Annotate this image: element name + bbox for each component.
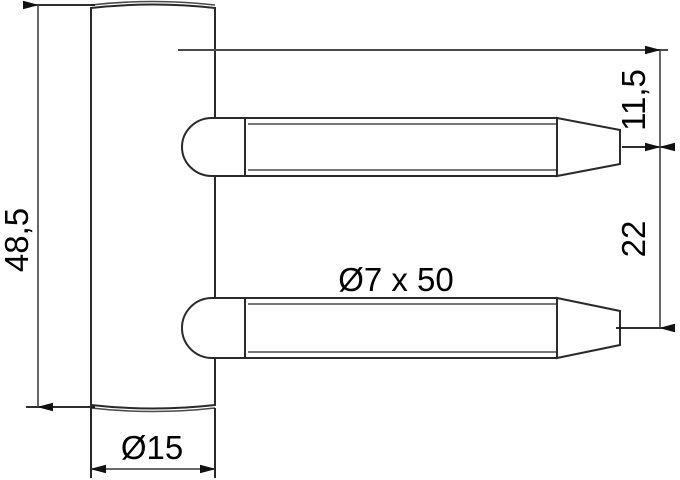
plate-bottom-edge-arc (90, 407, 216, 413)
mounting-plate (90, 0, 216, 413)
dimension-pin-spacing: 22 (615, 142, 675, 333)
lower-pin-shank (244, 297, 558, 359)
plate-width-label: Ø15 (121, 429, 183, 466)
plate-top-edge-arc (90, 0, 216, 6)
upper-dowel-pin (181, 116, 621, 178)
upper-pin-taper-tip (556, 116, 621, 178)
plate-outline (90, 3, 216, 410)
top-offset-label: 11,5 (615, 69, 652, 131)
lower-pin-taper-tip (556, 296, 621, 360)
pin-spec-label: Ø7 x 50 (338, 261, 454, 298)
upper-pin-shank (244, 117, 558, 177)
overall-height-label: 48,5 (0, 208, 35, 272)
dimension-overall-height: 48,5 (0, 0, 95, 412)
upper-pin-head (181, 117, 246, 177)
pin-spacing-label: 22 (615, 221, 652, 258)
dimension-plate-width: Ø15 (90, 408, 216, 478)
lower-dowel-pin (181, 296, 621, 360)
lower-pin-head (181, 297, 246, 359)
